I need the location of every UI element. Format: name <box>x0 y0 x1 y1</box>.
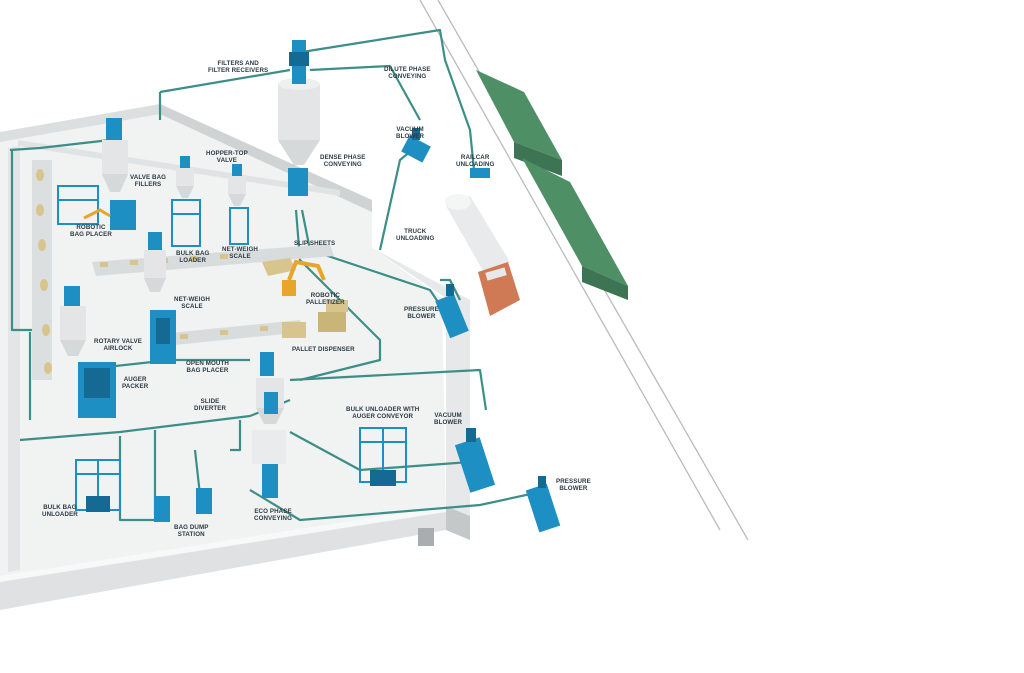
equipment <box>57 185 407 511</box>
vacuum-blower-bottom <box>454 428 496 493</box>
truck-windshield <box>485 267 507 281</box>
truck <box>445 194 520 316</box>
pallet-stack-1 <box>282 322 306 338</box>
side-wall <box>160 104 372 212</box>
bulk-bag-loader-frame <box>171 199 201 247</box>
auger-packer-panel <box>84 368 110 398</box>
silo-hopper-2 <box>228 164 246 206</box>
bulk-unloader-hopper <box>370 470 396 486</box>
silo-eco-phase <box>252 430 286 498</box>
door <box>418 528 434 546</box>
robot-palletizer-arm <box>287 259 326 281</box>
tanker <box>446 196 510 276</box>
right-wall <box>372 248 470 516</box>
silo-valve-bag <box>102 118 128 192</box>
conveyor-left <box>32 160 52 380</box>
railcars <box>476 70 628 300</box>
net-weigh-top-frame <box>229 207 249 245</box>
robot-bag-placer-arm <box>83 208 111 220</box>
open-mouth-panel <box>156 318 170 344</box>
bag-dump-2 <box>196 488 212 514</box>
blowers <box>401 128 561 533</box>
bulk-bag-unloader-hopper <box>86 496 110 512</box>
silos <box>60 40 320 498</box>
front-wall-top <box>0 506 446 582</box>
pressure-blower-bottom <box>525 476 561 533</box>
railcar-1 <box>476 70 562 160</box>
silo-slide-diverter <box>256 352 284 424</box>
railcar-2 <box>522 158 628 286</box>
label-slip-sheets: SLIP SHEETS <box>294 240 336 247</box>
railcar-2-side <box>582 266 628 300</box>
railcar-1-side <box>514 142 562 176</box>
pallet-stack-2 <box>318 312 346 332</box>
pallet-stack-3 <box>326 300 348 312</box>
front-wall-left <box>0 510 446 610</box>
dense-phase-vessel <box>288 168 308 196</box>
left-inner-wall <box>8 146 20 572</box>
vacuum-blower-top <box>401 128 431 163</box>
main-silo <box>278 40 320 165</box>
silo-hopper-1 <box>176 156 194 198</box>
pallets <box>262 258 348 338</box>
pressure-blower-mid <box>435 284 469 339</box>
back-wall <box>0 104 160 142</box>
robotic-bag-placer <box>110 200 136 230</box>
slip-sheet-stack <box>262 258 296 276</box>
robot-palletizer-base <box>282 280 296 296</box>
valve-bag-frame <box>57 185 99 225</box>
tanker-end <box>445 194 471 210</box>
bag-dump-1 <box>154 496 170 522</box>
railcar-unloading-unit <box>470 168 490 178</box>
silo-net-weigh <box>144 232 166 292</box>
silo-rotary <box>60 286 86 356</box>
front-wall-right <box>446 506 470 540</box>
label-pallet-dispenser: PALLET DISPENSER <box>292 346 355 353</box>
solid-equipment <box>78 168 396 522</box>
bags <box>36 169 268 374</box>
